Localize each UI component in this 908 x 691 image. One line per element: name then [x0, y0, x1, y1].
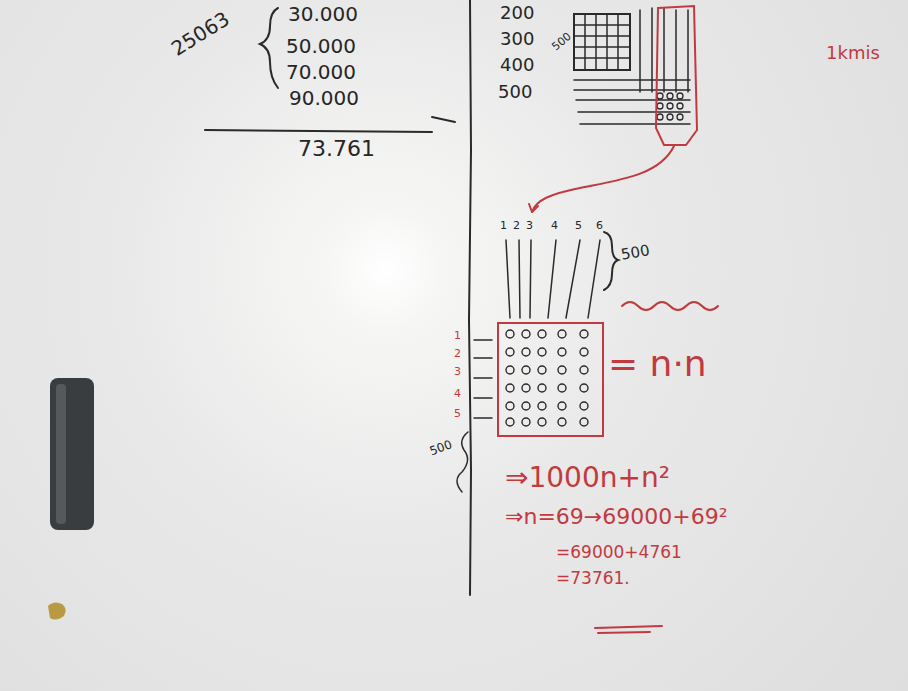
handwritten-note: 1 [454, 330, 461, 341]
handwritten-note: 4 [551, 220, 558, 231]
handwritten-note: 400 [500, 56, 534, 74]
sum-line [205, 130, 432, 132]
handwritten-note: 3 [526, 220, 533, 231]
handwritten-note: 4 [454, 388, 461, 399]
handwritten-note: 300 [500, 30, 534, 48]
handwritten-note: ⇒n=69→69000+69² [505, 506, 727, 528]
handwritten-note: 25063 [168, 8, 233, 59]
handwritten-note: ⇒1000n+n² [505, 464, 670, 492]
matrix-box [498, 323, 603, 436]
handwritten-note: 200 [500, 4, 534, 22]
handwritten-note: 1kmis [826, 44, 880, 62]
eraser [50, 378, 94, 530]
magnet [48, 602, 66, 619]
handwritten-note: 500 [620, 243, 651, 263]
grid [574, 14, 630, 70]
handwritten-note: 70.000 [286, 62, 356, 82]
brace [260, 8, 278, 88]
handwritten-note: 1 [500, 220, 507, 231]
grid-lines [574, 14, 630, 70]
link-curve [532, 146, 674, 212]
handwritten-note: 500 [428, 438, 454, 457]
handwritten-note: 2 [513, 220, 520, 231]
wire-lines [574, 80, 690, 124]
eraser-edge [56, 384, 66, 524]
handwritten-note: 6 [596, 220, 603, 231]
handwritten-note: =73761. [556, 570, 630, 587]
handwritten-note: 50.000 [286, 36, 356, 56]
handwritten-note: 30.000 [288, 4, 358, 24]
handwritten-note: 500 [498, 83, 532, 101]
handwritten-note: 73.761 [298, 138, 375, 160]
wire-lines [506, 240, 600, 318]
handwritten-note: = n·n [608, 346, 707, 382]
brace [457, 432, 468, 492]
dash [432, 117, 455, 122]
link-head [529, 204, 538, 212]
underline [595, 626, 662, 633]
divider-line [469, 0, 471, 595]
dash [474, 340, 492, 418]
wavy-line [622, 302, 718, 310]
handwritten-note: =69000+4761 [556, 544, 682, 561]
handwritten-note: 500 [550, 31, 573, 53]
handwritten-note: 5 [575, 220, 582, 231]
brace [604, 232, 618, 290]
handwritten-note: 3 [454, 366, 461, 377]
handwritten-note: 90.000 [289, 88, 359, 108]
handwritten-note: 5 [454, 408, 461, 419]
highlight-box [656, 6, 697, 145]
handwritten-note: 2 [454, 348, 461, 359]
